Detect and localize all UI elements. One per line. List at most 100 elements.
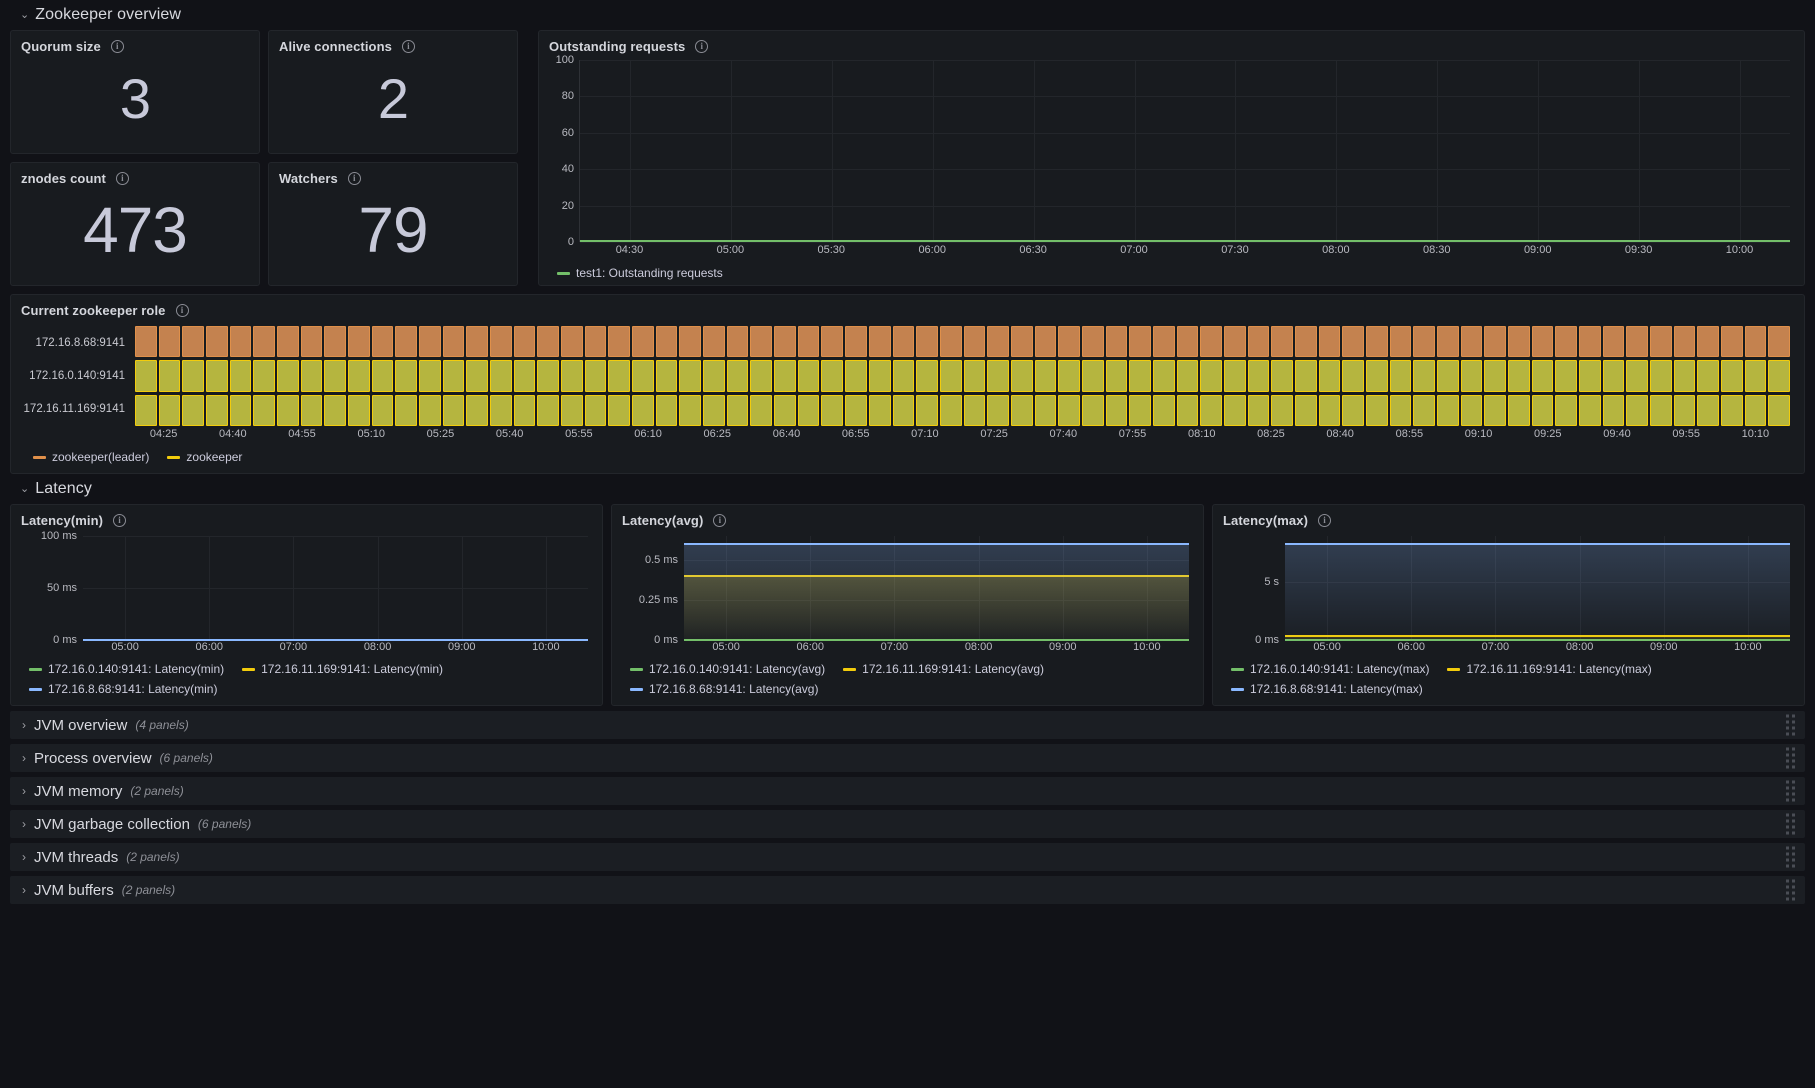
timeline-cell[interactable] — [655, 360, 678, 392]
timeline-track[interactable] — [135, 394, 1791, 426]
drag-handle-icon[interactable] — [1786, 747, 1795, 769]
timeline-cell[interactable] — [1768, 394, 1791, 426]
timeline-cell[interactable] — [395, 326, 418, 358]
timeline-cell[interactable] — [1365, 394, 1388, 426]
timeline-cell[interactable] — [1247, 326, 1270, 358]
timeline-cell[interactable] — [229, 360, 252, 392]
timeline-cell[interactable] — [679, 326, 702, 358]
timeline-cell[interactable] — [182, 326, 205, 358]
timeline-cell[interactable] — [206, 326, 228, 358]
timeline-cell[interactable] — [987, 360, 1009, 392]
timeline-cell[interactable] — [1200, 360, 1222, 392]
timeline-cell[interactable] — [1578, 326, 1601, 358]
panel-alive-connections[interactable]: Alive connections i 2 — [268, 30, 518, 154]
timeline-cell[interactable] — [608, 360, 631, 392]
timeline-cell[interactable] — [158, 394, 181, 426]
timeline-cell[interactable] — [348, 360, 370, 392]
timeline-cell[interactable] — [750, 360, 773, 392]
timeline-cell[interactable] — [1460, 326, 1483, 358]
timeline-cell[interactable] — [1200, 394, 1222, 426]
timeline-cell[interactable] — [1578, 360, 1601, 392]
timeline-cell[interactable] — [158, 326, 181, 358]
timeline-track[interactable] — [135, 360, 1791, 392]
timeline-cell[interactable] — [797, 394, 820, 426]
timeline-cell[interactable] — [1271, 326, 1293, 358]
info-icon[interactable]: i — [347, 172, 361, 185]
drag-handle-icon[interactable] — [1786, 714, 1795, 736]
collapsed-row-jvm-buffers[interactable]: ›JVM buffers(2 panels) — [10, 876, 1805, 904]
timeline-cell[interactable] — [1721, 360, 1743, 392]
timeline-cell[interactable] — [1010, 360, 1033, 392]
timeline-cell[interactable] — [1626, 360, 1648, 392]
timeline-cell[interactable] — [1058, 394, 1080, 426]
timeline-cell[interactable] — [1389, 360, 1412, 392]
timeline-cell[interactable] — [466, 394, 489, 426]
timeline-cell[interactable] — [916, 360, 938, 392]
timeline-cell[interactable] — [1460, 360, 1483, 392]
timeline-cell[interactable] — [892, 360, 915, 392]
panel-watchers[interactable]: Watchers i 79 — [268, 162, 518, 286]
plot-area[interactable] — [1285, 536, 1790, 641]
timeline-cell[interactable] — [442, 394, 465, 426]
timeline-cell[interactable] — [1436, 326, 1459, 358]
timeline-cell[interactable] — [1105, 326, 1128, 358]
timeline-cell[interactable] — [1626, 326, 1648, 358]
timeline-cell[interactable] — [442, 326, 465, 358]
timeline-cell[interactable] — [632, 394, 654, 426]
timeline-cell[interactable] — [1555, 360, 1577, 392]
timeline-cell[interactable] — [277, 394, 299, 426]
timeline-cell[interactable] — [1484, 326, 1506, 358]
timeline-cell[interactable] — [1034, 360, 1057, 392]
timeline-cell[interactable] — [1223, 360, 1246, 392]
timeline-cell[interactable] — [1365, 360, 1388, 392]
timeline-cell[interactable] — [1247, 394, 1270, 426]
timeline-cell[interactable] — [253, 360, 276, 392]
timeline-cell[interactable] — [1768, 326, 1791, 358]
timeline-cell[interactable] — [797, 326, 820, 358]
timeline-cell[interactable] — [490, 326, 512, 358]
timeline-cell[interactable] — [1602, 394, 1625, 426]
timeline-cell[interactable] — [1484, 394, 1506, 426]
timeline-cell[interactable] — [1081, 360, 1104, 392]
timeline-cell[interactable] — [442, 360, 465, 392]
timeline-cell[interactable] — [632, 360, 654, 392]
timeline-cell[interactable] — [987, 326, 1009, 358]
timeline-cell[interactable] — [1555, 326, 1577, 358]
timeline-cell[interactable] — [750, 326, 773, 358]
timeline-cell[interactable] — [1697, 394, 1720, 426]
timeline-cell[interactable] — [1673, 360, 1696, 392]
info-icon[interactable]: i — [401, 40, 415, 53]
timeline-cell[interactable] — [1342, 360, 1364, 392]
timeline-cell[interactable] — [845, 360, 867, 392]
timeline-cell[interactable] — [821, 394, 844, 426]
timeline-cell[interactable] — [135, 326, 157, 358]
info-icon[interactable]: i — [713, 514, 727, 527]
timeline-cell[interactable] — [300, 360, 323, 392]
collapsed-row-process-overview[interactable]: ›Process overview(6 panels) — [10, 744, 1805, 772]
timeline-cell[interactable] — [963, 360, 986, 392]
timeline-cell[interactable] — [584, 326, 607, 358]
panel-znodes-count[interactable]: znodes count i 473 — [10, 162, 260, 286]
timeline-cell[interactable] — [1010, 326, 1033, 358]
timeline-cell[interactable] — [1271, 360, 1293, 392]
timeline-cell[interactable] — [1507, 394, 1530, 426]
timeline-cell[interactable] — [537, 394, 560, 426]
timeline-cell[interactable] — [490, 394, 512, 426]
timeline-cell[interactable] — [1365, 326, 1388, 358]
timeline-cell[interactable] — [490, 360, 512, 392]
timeline-cell[interactable] — [1673, 394, 1696, 426]
info-icon[interactable]: i — [113, 514, 127, 527]
timeline-cell[interactable] — [797, 360, 820, 392]
timeline-cell[interactable] — [1413, 326, 1435, 358]
timeline-cell[interactable] — [1342, 394, 1364, 426]
timeline-cell[interactable] — [1223, 394, 1246, 426]
timeline-cell[interactable] — [1176, 326, 1199, 358]
timeline-cell[interactable] — [916, 394, 938, 426]
timeline-cell[interactable] — [963, 326, 986, 358]
timeline-cell[interactable] — [182, 360, 205, 392]
timeline-cell[interactable] — [229, 394, 252, 426]
timeline-cell[interactable] — [324, 360, 347, 392]
